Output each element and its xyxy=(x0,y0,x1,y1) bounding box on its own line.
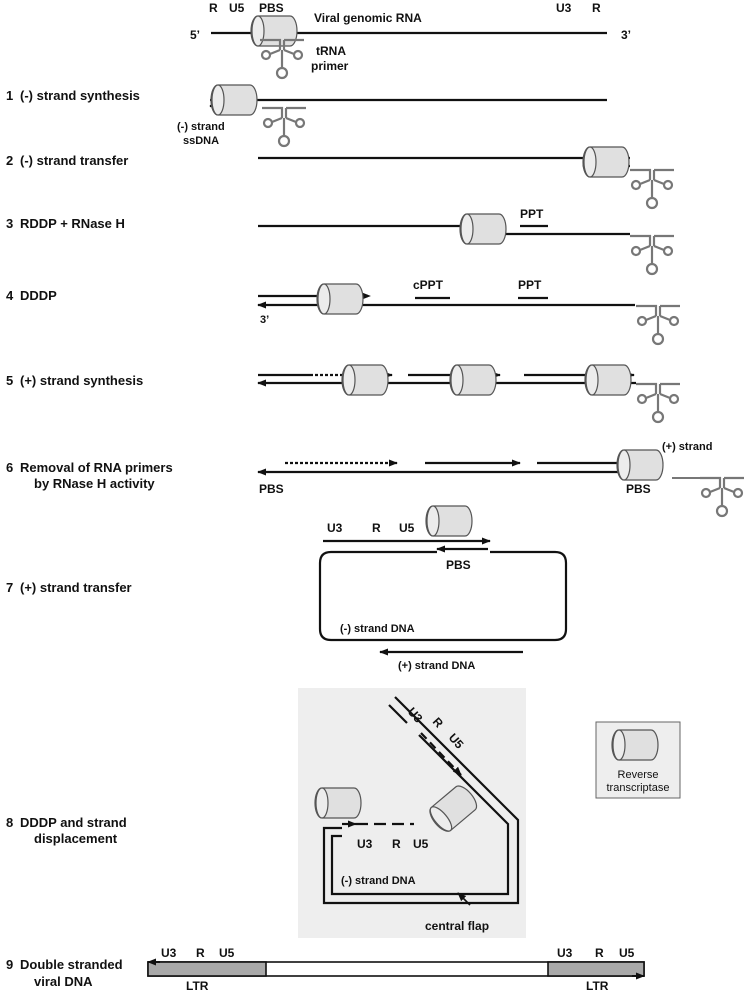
step-3: 3 RDDP + RNase H PPT xyxy=(6,207,676,276)
label-plus-strand: (+) strand xyxy=(662,441,712,453)
trna-primer-icon xyxy=(698,476,746,518)
label-u5: U5 xyxy=(229,1,245,15)
label-3-prime: 3’ xyxy=(621,28,631,42)
label-r-right: R xyxy=(592,1,601,15)
label-u3: U3 xyxy=(556,1,572,15)
label-ltr-left: LTR xyxy=(186,979,209,992)
step-7-label: (+) strand transfer xyxy=(20,580,132,595)
legend-label-transcriptase: transcriptase xyxy=(607,782,670,794)
trna-primer-icon xyxy=(260,106,308,148)
trna-primer-icon xyxy=(628,234,676,276)
step-6-label: Removal of RNA primers xyxy=(20,460,173,475)
reverse-transcriptase-icon xyxy=(425,505,473,537)
reverse-transcriptase-icon xyxy=(459,213,507,245)
reverse-transcriptase-icon xyxy=(584,364,632,396)
label-5-prime: 5’ xyxy=(190,28,200,42)
step-3-label: RDDP + RNase H xyxy=(20,216,125,231)
step-9-label-line-2: viral DNA xyxy=(34,974,93,989)
legend-label-reverse: Reverse xyxy=(618,769,659,781)
label-primer: primer xyxy=(311,59,349,73)
inner-strand xyxy=(330,704,510,896)
step-8-label: DDDP and strand xyxy=(20,815,127,830)
label-r-left: R xyxy=(196,946,205,960)
label-r: R xyxy=(372,521,381,535)
step-2-label: (-) strand transfer xyxy=(20,153,128,168)
label-minus-strand: (-) strand xyxy=(177,121,225,133)
displaced-strand-dashed xyxy=(420,732,462,776)
central-flap-pointer xyxy=(457,892,471,906)
trna-primer-icon xyxy=(628,168,676,210)
step-4: 4 DDDP cPPT PPT 3’ xyxy=(6,278,682,346)
step-7-number: 7 xyxy=(6,580,13,595)
label-u3-left: U3 xyxy=(161,946,177,960)
step-8: 8 DDDP and strand displacement U3 R U5 U… xyxy=(6,688,526,938)
circular-minus-strand xyxy=(318,550,568,642)
step-4-label: DDDP xyxy=(20,288,57,303)
label-u5: U5 xyxy=(399,521,415,535)
label-ssdna: ssDNA xyxy=(183,135,219,147)
label-cppt: cPPT xyxy=(413,278,444,292)
label-u3-right: U3 xyxy=(557,946,573,960)
reverse-transcriptase-icon xyxy=(616,449,664,481)
step-1-number: 1 xyxy=(6,88,13,103)
reverse-transcriptase-icon xyxy=(210,84,258,116)
reverse-transcriptase-icon xyxy=(341,364,389,396)
label-3-prime: 3’ xyxy=(260,314,269,326)
label-u3: U3 xyxy=(327,521,343,535)
step-4-number: 4 xyxy=(6,288,14,303)
label-u5-left: U5 xyxy=(219,946,235,960)
reverse-transcriptase-icon xyxy=(314,787,362,819)
outer-strand xyxy=(322,696,520,905)
step-9-label: Double stranded xyxy=(20,957,123,972)
label-pbs: PBS xyxy=(259,1,284,15)
label-pbs-left: PBS xyxy=(259,482,284,496)
legend-box: Reverse transcriptase xyxy=(595,721,681,799)
trna-primer-icon xyxy=(634,304,682,346)
label-minus-strand-dna: (-) strand DNA xyxy=(341,875,416,887)
label-r-right: R xyxy=(595,946,604,960)
label-ppt: PPT xyxy=(518,278,542,292)
reverse-transcriptase-icon xyxy=(611,729,659,761)
label-u5: U5 xyxy=(413,837,429,851)
step-9: 9 Double stranded viral DNA U3 R U5 LTR … xyxy=(6,946,645,992)
reverse-transcriptase-icon xyxy=(449,364,497,396)
step-1-label: (-) strand synthesis xyxy=(20,88,140,103)
label-minus-strand-dna: (-) strand DNA xyxy=(340,623,415,635)
genomic-rna-section: R U5 PBS Viral genomic RNA U3 R 5’ 3’ tR… xyxy=(190,1,631,80)
step-5-number: 5 xyxy=(6,373,13,388)
step-1: 1 (-) strand synthesis (-) strand ssDNA xyxy=(6,84,607,148)
step-8-number: 8 xyxy=(6,815,13,830)
step-2-number: 2 xyxy=(6,153,13,168)
step-7: 7 (+) strand transfer U3 R U5 PBS (-) st… xyxy=(6,505,568,672)
label-u3: U3 xyxy=(357,837,373,851)
reverse-transcriptase-icon xyxy=(316,283,364,315)
step-3-number: 3 xyxy=(6,216,13,231)
step-6-number: 6 xyxy=(6,460,13,475)
label-r: R xyxy=(392,837,401,851)
step-6-label-line-2: by RNase H activity xyxy=(34,476,155,491)
label-ppt: PPT xyxy=(520,207,544,221)
step-5-label: (+) strand synthesis xyxy=(20,373,143,388)
label-central-flap: central flap xyxy=(425,919,489,933)
label-pbs-right: PBS xyxy=(626,482,651,496)
step-6: 6 Removal of RNA primers by RNase H acti… xyxy=(6,441,746,518)
reverse-transcriptase-icon xyxy=(250,15,298,47)
step-2: 2 (-) strand transfer xyxy=(6,146,676,210)
label-plus-strand-dna: (+) strand DNA xyxy=(398,660,475,672)
step-8-label-line-2: displacement xyxy=(34,831,118,846)
label-r: R xyxy=(209,1,218,15)
label-ltr-right: LTR xyxy=(586,979,609,992)
label-viral-genomic-rna: Viral genomic RNA xyxy=(314,11,422,25)
reverse-transcriptase-icon xyxy=(582,146,630,178)
ltr-left-box xyxy=(147,961,267,977)
step-9-number: 9 xyxy=(6,957,13,972)
label-trna: tRNA xyxy=(316,44,346,58)
ltr-right-box xyxy=(547,961,645,977)
trna-primer-icon xyxy=(634,382,682,424)
label-u5-right: U5 xyxy=(619,946,635,960)
label-pbs: PBS xyxy=(446,558,471,572)
step-5: 5 (+) strand synthesis xyxy=(6,364,682,424)
